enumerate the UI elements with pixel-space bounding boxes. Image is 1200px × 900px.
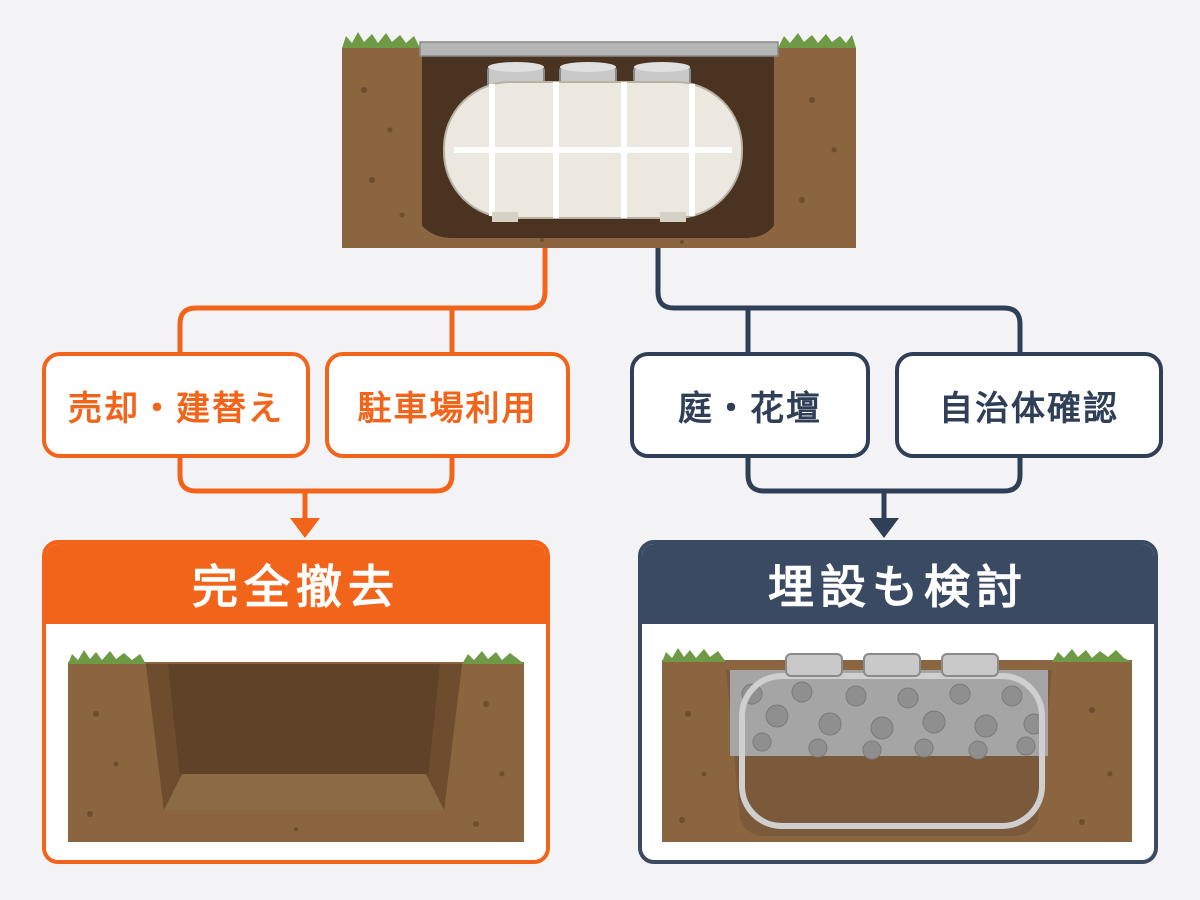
right-arrow-head — [869, 518, 899, 538]
result-burial-title: 埋設も検討 — [642, 544, 1154, 624]
grass-left — [662, 648, 726, 662]
grass-right — [1052, 649, 1132, 662]
option-sale-rebuild: 売却・建替え — [42, 352, 310, 458]
buried-gravel-tank-illustration — [662, 648, 1132, 842]
right-connector-bottom — [745, 458, 1023, 520]
left-connector-bottom — [177, 458, 455, 520]
option-parking-use-label: 駐車場利用 — [357, 388, 538, 429]
grass-right — [778, 33, 856, 48]
left-connector-top — [177, 248, 548, 352]
buried-tank-illustration — [342, 32, 856, 248]
ground-soil — [342, 48, 856, 248]
option-sale-rebuild-label: 売却・建替え — [68, 388, 284, 429]
soil-specks — [361, 87, 837, 244]
tank-risers — [785, 653, 999, 677]
empty-pit-floor — [164, 774, 444, 810]
option-municipality-check-label: 自治体確認 — [939, 388, 1119, 429]
empty-pit-hole — [146, 664, 462, 810]
concrete-slab — [419, 41, 779, 57]
option-garden-flowerbed-label: 庭・花壇 — [678, 388, 822, 429]
empty-pit-wall-left — [146, 664, 182, 810]
result-full-removal-title: 完全撤去 — [46, 544, 546, 624]
grass-left — [342, 32, 420, 48]
grass-right — [462, 651, 524, 664]
result-full-removal-panel: 完全撤去 — [42, 540, 550, 864]
empty-pit-illustration — [68, 650, 524, 842]
option-municipality-check: 自治体確認 — [895, 352, 1163, 458]
empty-pit-wall-right — [426, 664, 462, 810]
result-burial-panel: 埋設も検討 — [638, 540, 1158, 864]
option-garden-flowerbed: 庭・花壇 — [630, 352, 870, 458]
left-arrow-head — [290, 518, 320, 538]
right-connector-top — [655, 248, 1023, 352]
option-parking-use: 駐車場利用 — [325, 352, 570, 458]
tank-ribs — [454, 82, 732, 218]
gravel-stones — [741, 681, 1045, 760]
grass-left — [68, 650, 146, 664]
